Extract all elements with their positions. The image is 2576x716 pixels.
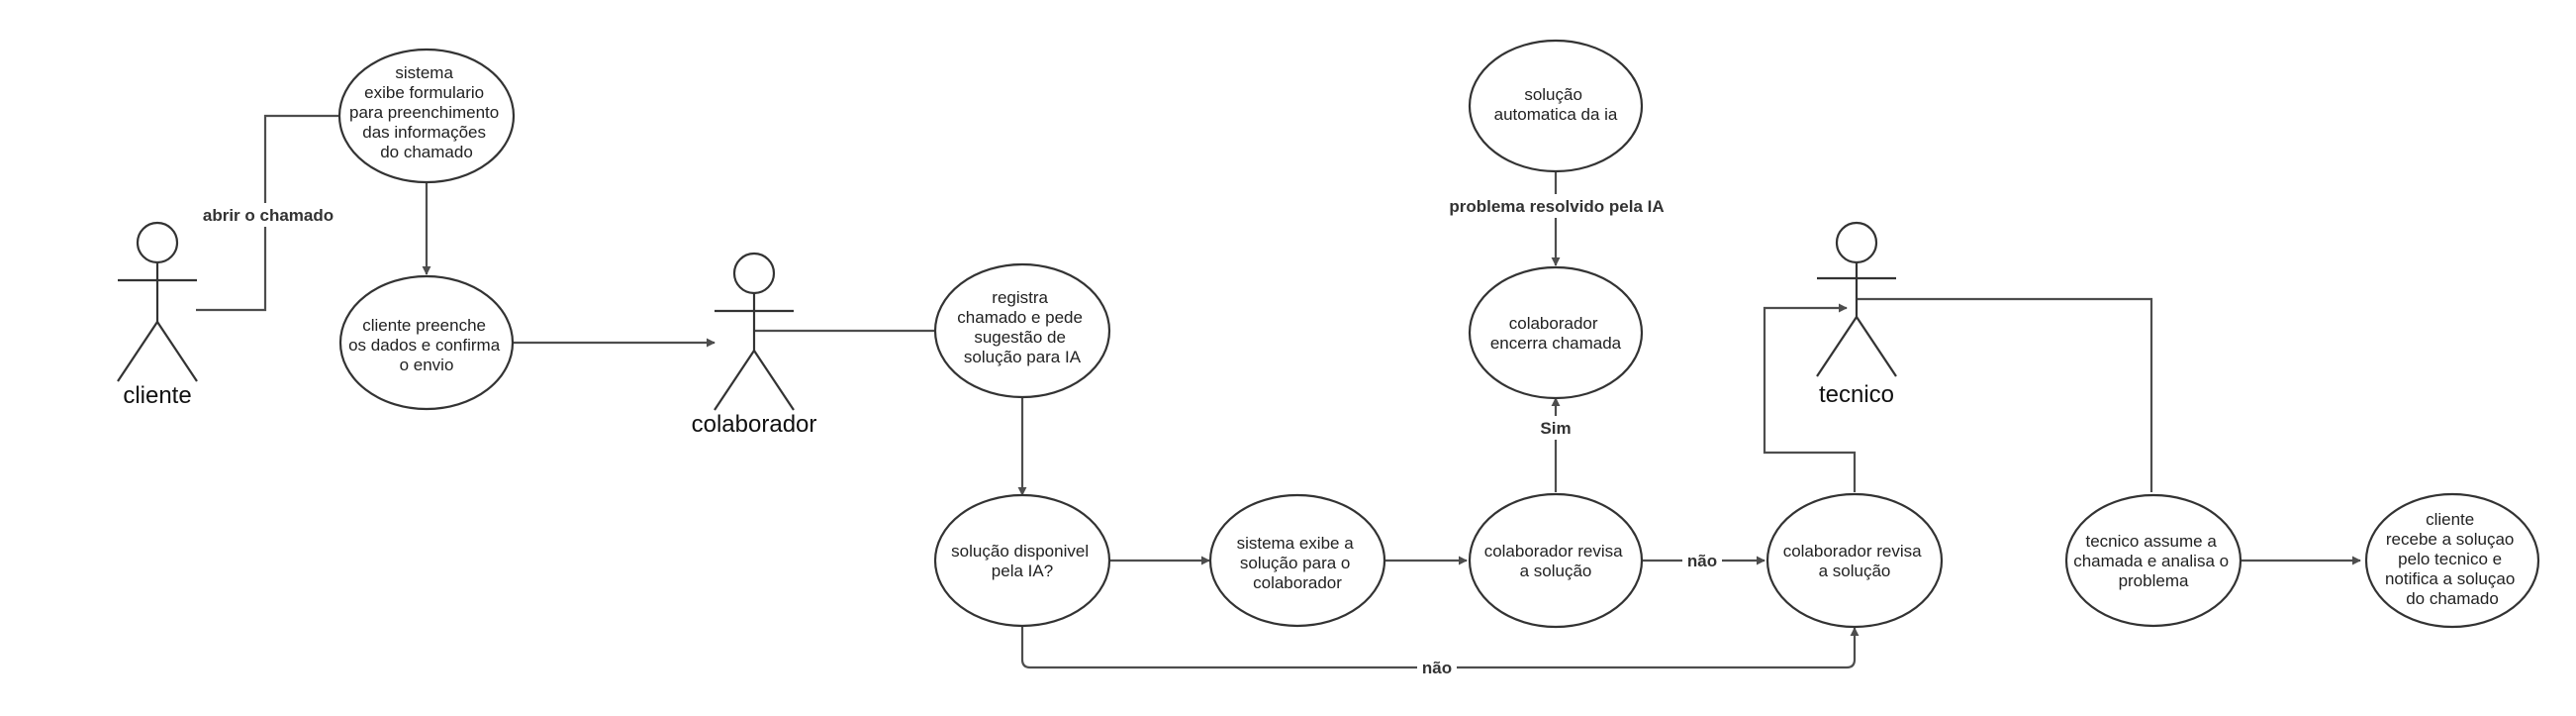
use-case-registra-chamado: registra chamado e pede sugestão de solu…	[933, 262, 1111, 399]
text-line: tecnico assume a	[2085, 532, 2217, 551]
text-line: chamado e pede	[957, 308, 1083, 327]
text-line: automatica da ia	[1494, 105, 1618, 124]
use-case-colaborador-revisa-1: colaborador revisa a solução	[1468, 492, 1644, 629]
svg-text:registra chamado e pede: registra chamado e pede sugestão de solu…	[957, 288, 1087, 366]
svg-text:sistema exibe a solução: sistema exibe a solução para o colaborad…	[1237, 534, 1359, 592]
edge-labels: abrir o chamado problema resolvido pela …	[203, 197, 1717, 677]
text-line: sistema	[395, 63, 453, 82]
text-line: notifica a soluçao	[2385, 569, 2515, 588]
svg-text:sistema exibe formulario: sistema exibe formulario para preenchime…	[349, 63, 504, 161]
text-line: pela IA?	[992, 562, 1053, 580]
text-line: do chamado	[380, 143, 473, 161]
svg-text:colaborador revisa a sol: colaborador revisa a solução	[1484, 542, 1628, 580]
edge-revisa2-to-tecnico	[1763, 303, 1857, 492]
use-case-cliente-preenche: cliente preenche os dados e confirma o e…	[338, 274, 515, 411]
text-line: registra	[992, 288, 1048, 307]
actor-colaborador: colaborador	[692, 252, 817, 438]
text-line: sistema exibe a	[1237, 534, 1355, 553]
label-problema-resolvido: problema resolvido pela IA	[1449, 197, 1664, 216]
text-line: solução disponivel	[951, 542, 1089, 561]
label-sim: Sim	[1540, 419, 1571, 438]
actor-label-tecnico: tecnico	[1819, 381, 1894, 408]
text-line: solução	[1524, 85, 1582, 104]
text-line: colaborador revisa	[1484, 542, 1623, 561]
edge-label-masks	[194, 194, 1722, 679]
svg-text:solução automatica da ia: solução automatica da ia	[1494, 85, 1618, 124]
actor-cliente: cliente	[117, 221, 198, 409]
text-line: pelo tecnico e	[2398, 550, 2502, 568]
text-line: colaborador	[1253, 573, 1342, 592]
text-line: encerra chamada	[1490, 334, 1622, 353]
use-case-colaborador-encerra: colaborador encerra chamada	[1468, 265, 1644, 400]
text-line: cliente	[2426, 510, 2474, 529]
text-line: problema	[2119, 571, 2189, 590]
svg-text:solução disponivel pela: solução disponivel pela IA?	[951, 542, 1094, 580]
actor-tecnico: tecnico	[1816, 221, 1897, 408]
svg-text:tecnico assume a chamada: tecnico assume a chamada e analisa o pro…	[2073, 532, 2234, 590]
svg-text:colaborador revisa a sol: colaborador revisa a solução	[1783, 542, 1927, 580]
text-line: sugestão de	[974, 328, 1066, 347]
text-line: colaborador revisa	[1783, 542, 1922, 561]
actor-label-colaborador: colaborador	[692, 411, 817, 438]
actor-label-cliente: cliente	[123, 382, 191, 409]
text-line: solução para o	[1240, 554, 1351, 572]
text-line: chamada e analisa o	[2073, 552, 2229, 570]
label-nao-bottom: não	[1422, 659, 1452, 677]
text-line: recebe a soluçao	[2386, 530, 2514, 549]
use-case-solucao-automatica: solução automatica da ia	[1468, 39, 1644, 173]
svg-text:colaborador encerra cham: colaborador encerra chamada	[1490, 314, 1622, 353]
label-abrir-chamado: abrir o chamado	[203, 206, 334, 225]
text-line: colaborador	[1509, 314, 1598, 333]
use-case-colaborador-revisa-2: colaborador revisa a solução	[1765, 492, 1944, 629]
text-line: cliente preenche	[362, 316, 486, 335]
text-line: do chamado	[2406, 589, 2499, 608]
text-line: a solução	[1520, 562, 1592, 580]
use-case-sistema-exibe: sistema exibe a solução para o colaborad…	[1208, 493, 1386, 628]
use-case-tecnico-assume: tecnico assume a chamada e analisa o pro…	[2064, 493, 2242, 628]
edge-tecnico-to-assume	[1858, 297, 2153, 492]
text-line: o envio	[400, 356, 454, 374]
text-line: os dados e confirma	[348, 336, 501, 355]
text-line: a solução	[1819, 562, 1891, 580]
svg-text:cliente preenche os dado: cliente preenche os dados e confirma o e…	[348, 316, 505, 374]
use-case-cliente-recebe: cliente recebe a soluçao pelo tecnico e …	[2364, 492, 2540, 629]
text-line: exibe formulario	[364, 83, 484, 102]
use-case-solucao-disponivel: solução disponivel pela IA?	[933, 493, 1111, 628]
text-line: das informações	[362, 123, 486, 142]
text-line: solução para IA	[964, 348, 1082, 366]
text-line: para preenchimento	[349, 103, 499, 122]
svg-text:cliente recebe a soluçao: cliente recebe a soluçao pelo tecnico e …	[2385, 510, 2520, 608]
use-case-sistema-formulario: sistema exibe formulario para preenchime…	[337, 48, 516, 184]
label-nao-revisa: não	[1687, 552, 1717, 570]
